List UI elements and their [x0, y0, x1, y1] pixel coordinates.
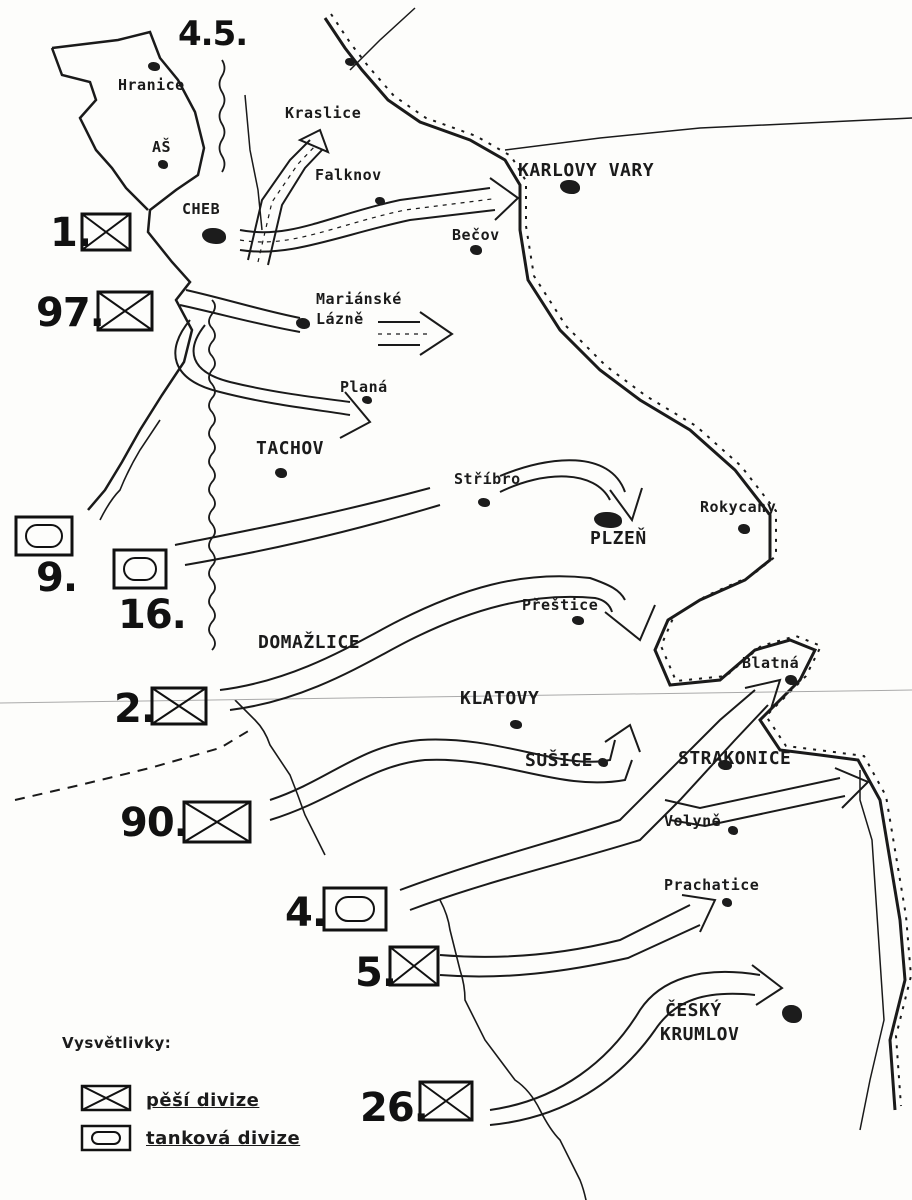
legend-tank-symbol — [80, 1124, 132, 1152]
city-marker-klatovy — [510, 720, 522, 729]
infantry-division-symbol-90 — [182, 800, 252, 844]
label-becov: Bečov — [452, 226, 500, 244]
infantry-division-symbol-26 — [418, 1080, 474, 1122]
city-marker-cheb — [202, 228, 226, 244]
label-marianske-1: Mariánské — [316, 290, 402, 308]
sudeten-crosses — [330, 13, 912, 1107]
date-label: 4.5. — [178, 14, 248, 54]
division-number-4: 4. — [285, 890, 327, 936]
legend-title: Vysvětlivky: — [62, 1034, 172, 1052]
city-marker-kraslice — [345, 58, 355, 66]
city-marker-plana — [362, 396, 372, 404]
division-number-9: 9. — [36, 555, 78, 601]
city-marker-as — [158, 160, 168, 169]
label-falknov: Falknov — [315, 166, 382, 184]
label-rokycany: Rokycany — [700, 498, 777, 516]
division-number-16: 16. — [118, 592, 187, 638]
infantry-division-symbol-1 — [80, 212, 132, 252]
city-marker-cesky-krumlov — [782, 1005, 802, 1023]
label-marianske-2: Lázně — [316, 310, 364, 328]
division-number-2: 2. — [114, 686, 156, 732]
label-blatna: Blatná — [742, 654, 800, 672]
city-marker-susice — [598, 758, 608, 767]
city-marker-prachatice — [722, 898, 732, 907]
city-marker-prestice — [572, 616, 584, 625]
label-plzen: PLZEŇ — [590, 528, 647, 549]
city-marker-falknov — [375, 197, 385, 205]
legend-tank-label: tanková divize — [146, 1128, 301, 1149]
sudeten-border — [323, 17, 907, 1111]
label-cheb: CHEB — [182, 200, 221, 218]
label-plana: Planá — [340, 378, 388, 396]
label-volyne: Volyně — [664, 812, 722, 830]
tank-division-symbol-4 — [322, 886, 388, 932]
city-marker-hranice — [148, 62, 160, 71]
label-prestice: Přeštice — [522, 596, 599, 614]
label-as: AŠ — [152, 138, 172, 156]
division-number-97: 97. — [36, 290, 105, 336]
city-marker-plzen — [594, 512, 622, 528]
label-klatovy: KLATOVY — [460, 688, 540, 709]
city-marker-volyne — [728, 826, 738, 835]
state-border — [51, 30, 206, 511]
label-tachov: TACHOV — [256, 438, 325, 459]
label-cesky-krumlov-1: ČESKÝ — [665, 1000, 722, 1021]
city-marker-marianske-lazne — [296, 318, 310, 329]
label-karlovy-vary: KARLOVY VARY — [518, 160, 655, 181]
label-hranice: Hranice — [118, 76, 185, 94]
infantry-division-symbol-2 — [150, 686, 208, 726]
label-domazlice: DOMAŽLICE — [258, 632, 361, 653]
division-number-90: 90. — [120, 800, 189, 846]
city-marker-rokycany — [738, 524, 750, 534]
label-kraslice: Kraslice — [285, 104, 362, 122]
city-marker-strakonice — [718, 760, 732, 770]
city-marker-tachov — [275, 468, 287, 478]
division-number-26: 26. — [360, 1085, 429, 1131]
city-marker-karlovy-vary — [560, 180, 580, 194]
tank-division-symbol-16 — [112, 548, 168, 590]
legend-infantry-symbol — [80, 1084, 132, 1112]
label-prachatice: Prachatice — [664, 876, 760, 894]
label-cesky-krumlov-2: KRUMLOV — [660, 1024, 740, 1045]
label-strakonice: STRAKONICE — [678, 748, 792, 769]
legend-infantry-label: pěší divize — [146, 1090, 260, 1111]
tank-division-symbol-9 — [14, 515, 74, 557]
infantry-division-symbol-5 — [388, 945, 440, 987]
label-susice: SUŠICE — [525, 750, 594, 771]
infantry-division-symbol-97 — [96, 290, 154, 332]
city-marker-stribro — [478, 498, 490, 507]
state-border-northwest — [50, 47, 149, 211]
city-marker-becov — [470, 245, 482, 255]
label-stribro: Stříbro — [454, 470, 521, 488]
advance-arrows — [174, 128, 870, 1126]
city-marker-blatna — [785, 675, 797, 685]
